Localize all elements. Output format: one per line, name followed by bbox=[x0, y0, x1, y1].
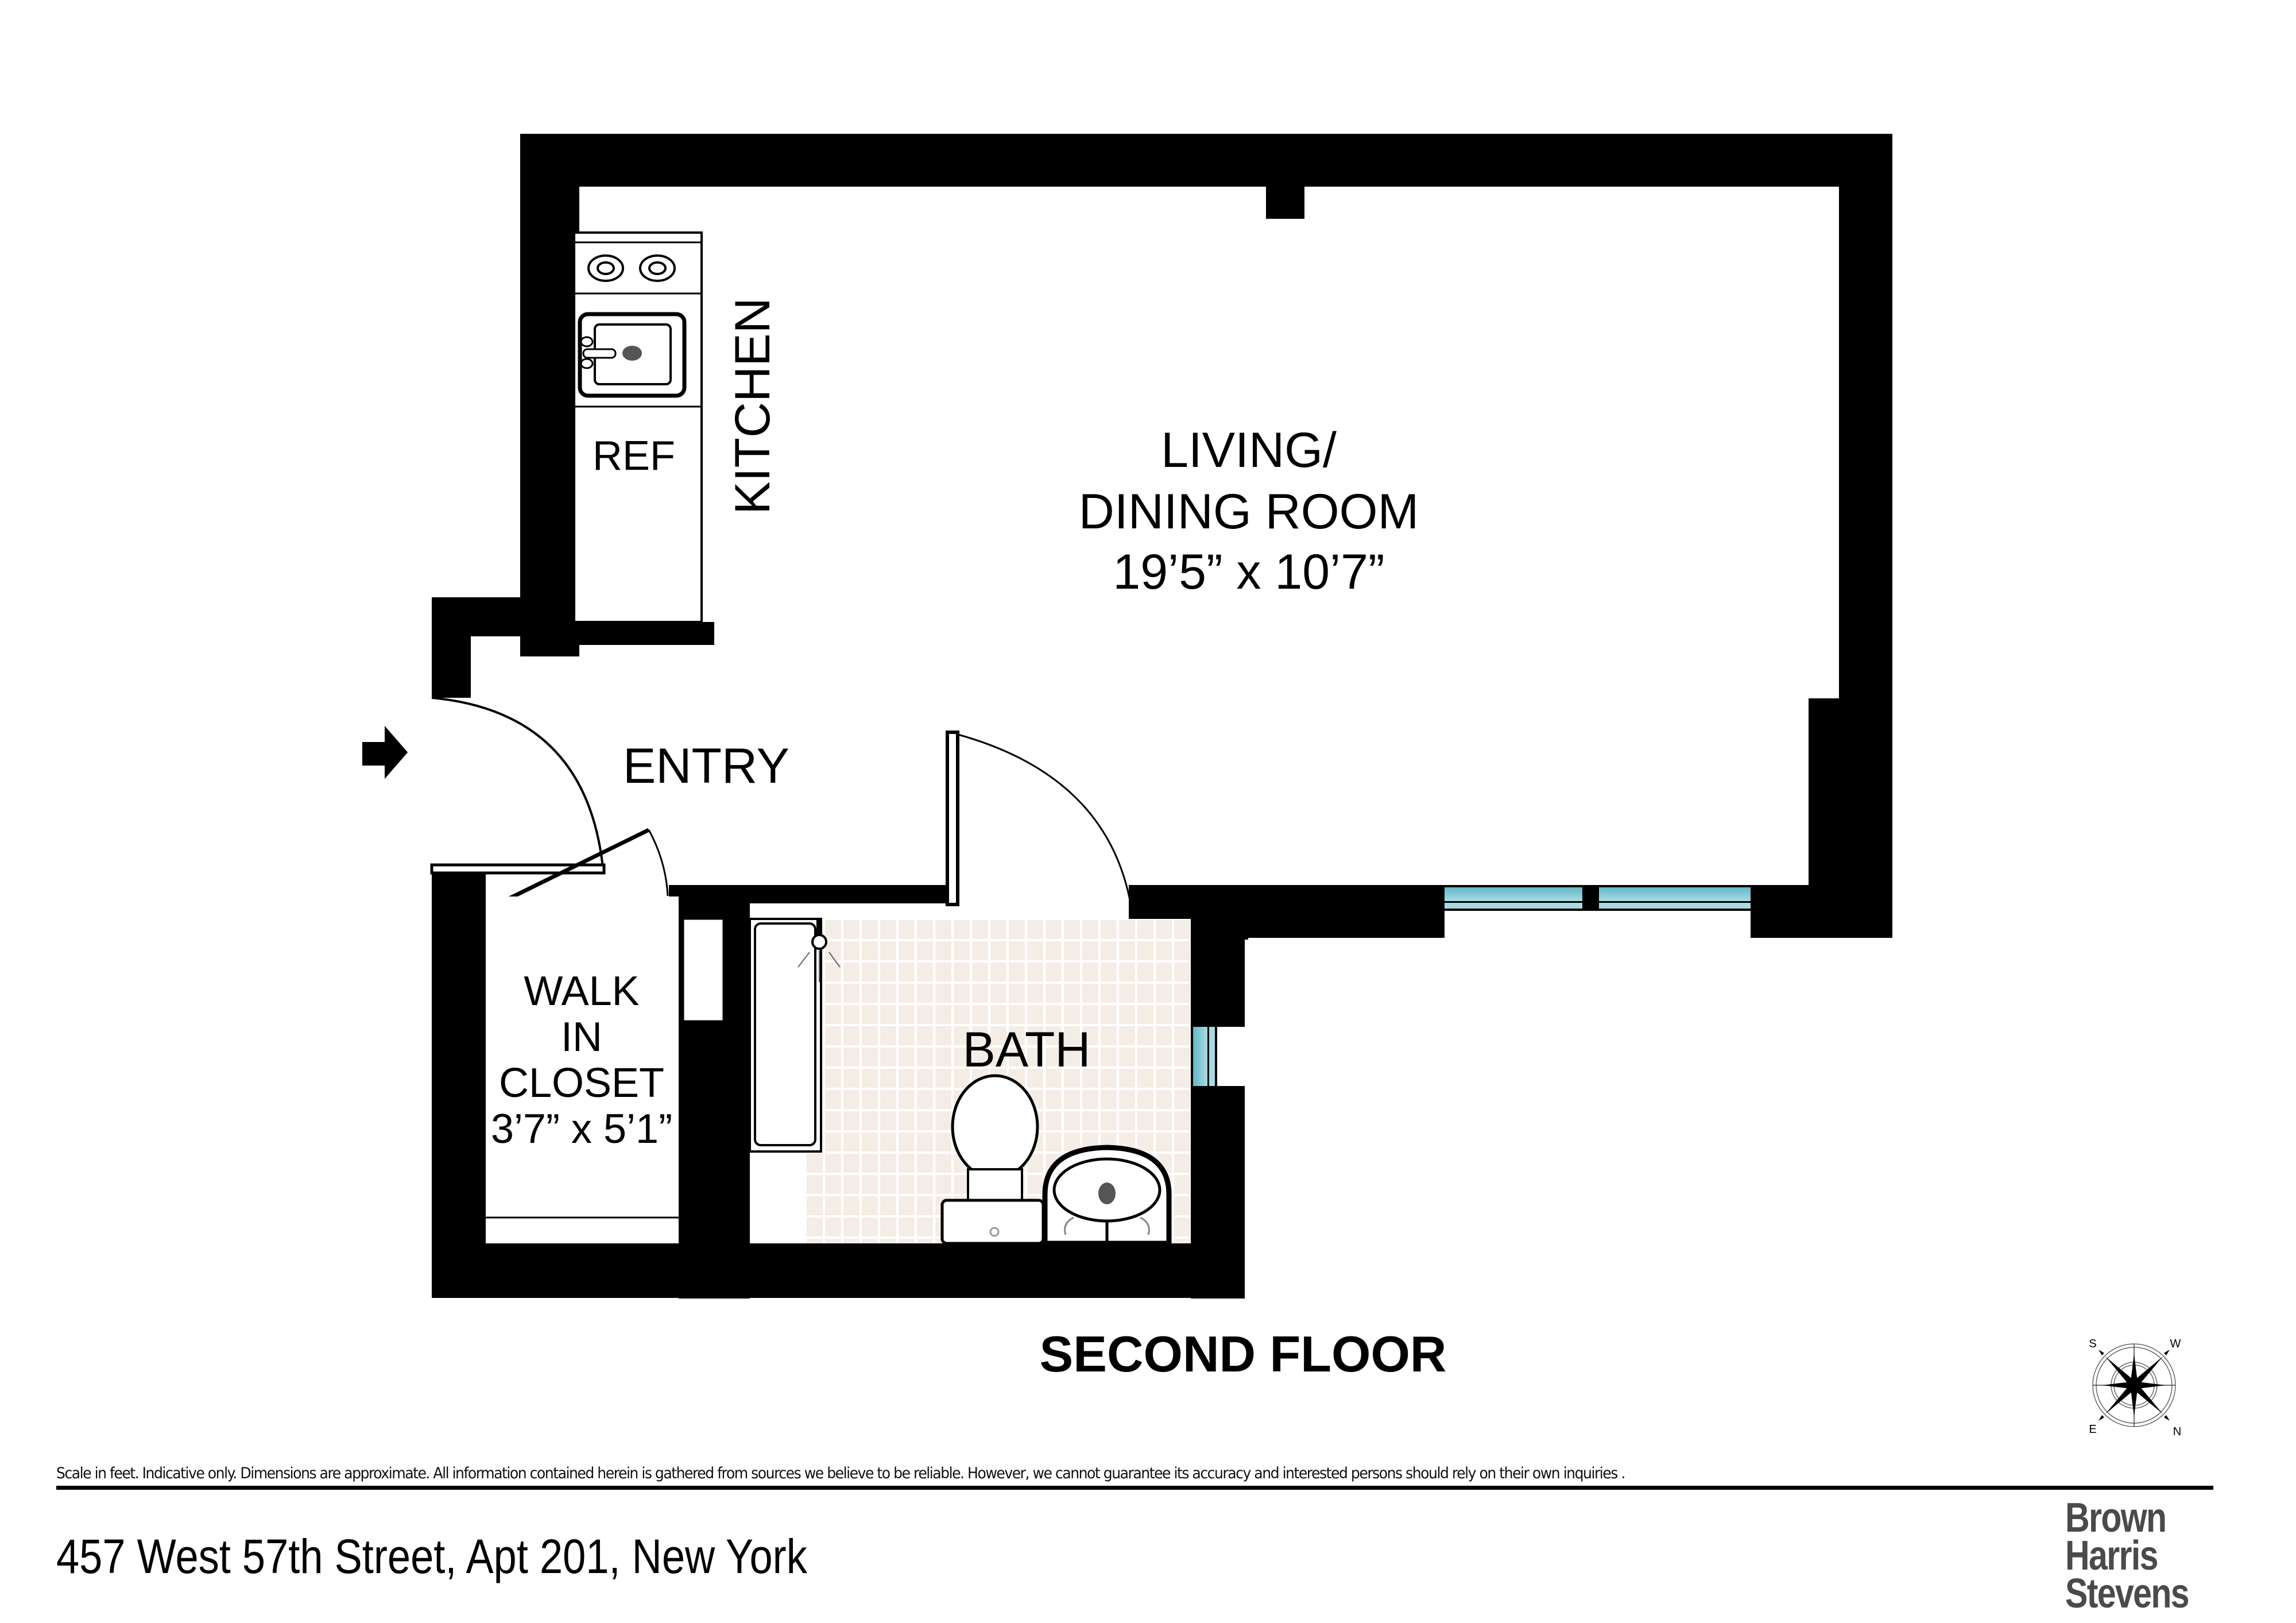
refrigerator-label: REF bbox=[593, 433, 675, 479]
entry: ENTRY bbox=[362, 697, 789, 910]
window-icon bbox=[1191, 1027, 1246, 1088]
bathtub-icon bbox=[749, 918, 841, 1153]
compass-west-label: W bbox=[2170, 1338, 2181, 1350]
living-room-label-line2: DINING ROOM bbox=[1079, 484, 1419, 539]
walls bbox=[432, 134, 1892, 1299]
living-room-dimensions: 19’5” x 10’7” bbox=[1113, 544, 1384, 600]
compass-south-label: S bbox=[2089, 1338, 2096, 1350]
brand-line-3: Stevens bbox=[2065, 1571, 2190, 1617]
compass-rose-icon: S W E N bbox=[2089, 1338, 2181, 1438]
kitchen-label: KITCHEN bbox=[725, 297, 780, 514]
door-swing-icon bbox=[430, 697, 669, 910]
property-address: 457 West 57th Street, Apt 201, New York bbox=[56, 1529, 807, 1583]
kitchen-sink-icon bbox=[578, 312, 687, 398]
bathroom: BATH bbox=[749, 731, 1246, 1246]
brand-line-1: Brown bbox=[2065, 1495, 2167, 1541]
bathroom-sink-icon bbox=[1042, 1145, 1172, 1246]
kitchen-counter bbox=[573, 231, 703, 623]
disclaimer-text: Scale in feet. Indicative only. Dimensio… bbox=[56, 1464, 1625, 1482]
door-swing-icon bbox=[946, 731, 1132, 907]
shower-head-icon bbox=[797, 919, 841, 982]
footer-divider bbox=[56, 1486, 2213, 1490]
closet-label: WALK bbox=[524, 968, 639, 1014]
brand-line-2: Harris bbox=[2065, 1533, 2158, 1579]
stove-burner-icon bbox=[587, 254, 676, 282]
living-room-label: LIVING/ bbox=[1161, 423, 1337, 478]
walk-in-closet: WALK IN CLOSET 3’7” x 5’1” bbox=[486, 896, 725, 1243]
kitchen: REF KITCHEN bbox=[573, 231, 780, 623]
closet-label-line3: CLOSET bbox=[499, 1060, 664, 1106]
entry-label: ENTRY bbox=[623, 739, 789, 794]
compass-east-label: E bbox=[2089, 1423, 2096, 1436]
living-dining-room: LIVING/ DINING ROOM 19’5” x 10’7” bbox=[1079, 423, 1419, 600]
brand-logo: Brown Harris Stevens bbox=[2065, 1495, 2190, 1617]
bath-label: BATH bbox=[963, 1022, 1091, 1077]
compass-north-label: N bbox=[2173, 1425, 2181, 1438]
closet-dimensions: 3’7” x 5’1” bbox=[491, 1106, 672, 1152]
window-icon bbox=[1445, 887, 1751, 909]
closet-label-line2: IN bbox=[561, 1014, 602, 1060]
floor-title: SECOND FLOOR bbox=[1040, 1326, 1447, 1382]
